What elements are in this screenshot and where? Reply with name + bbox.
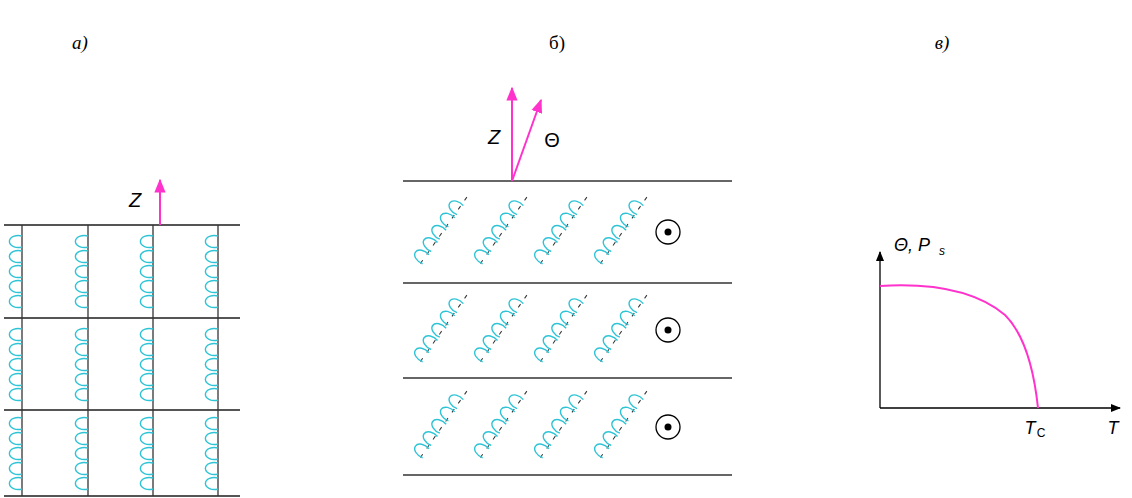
axis-label: Θ, P: [894, 236, 930, 254]
axis-tick-label: T: [1025, 419, 1036, 437]
director-arrow: [512, 100, 541, 181]
subscript: s: [939, 245, 945, 257]
y-axis: [879, 252, 880, 408]
panel-letter: б): [549, 33, 565, 52]
axis-label: Z: [488, 127, 500, 147]
polarization-symbol: [656, 220, 680, 439]
smectic-a-layers: [4, 225, 240, 496]
panel-letter: а): [72, 33, 88, 52]
helix-molecules: [9, 236, 218, 490]
x-axis: [880, 407, 1120, 408]
order-parameter-curve: [880, 285, 1038, 408]
z-axis-arrow: [159, 180, 161, 225]
panel-letter: в): [935, 33, 950, 52]
subscript: C: [1037, 427, 1046, 439]
z-axis-arrow: [511, 88, 513, 181]
smectic-c-layers: [403, 181, 732, 475]
axis-label: Z: [129, 190, 141, 210]
tilted-helix-molecules: [408, 191, 649, 464]
angle-label: Θ: [544, 130, 560, 150]
molecule-axes: [22, 225, 218, 496]
axis-label: T: [1108, 419, 1119, 437]
